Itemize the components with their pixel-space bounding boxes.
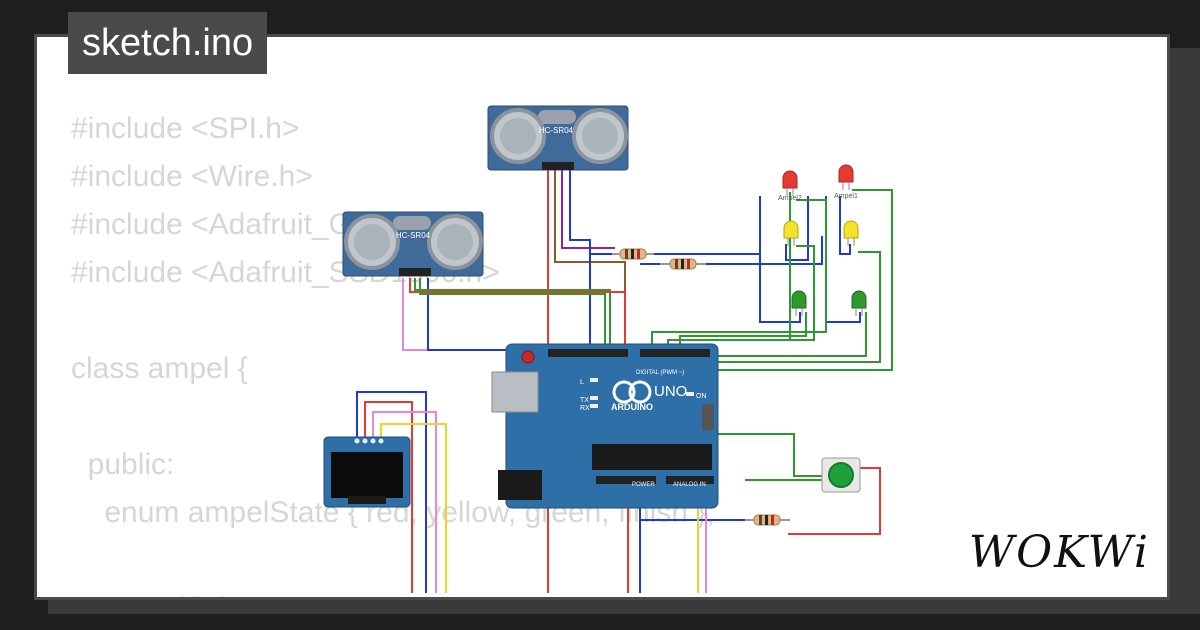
wire-green xyxy=(712,433,822,477)
l-label: L xyxy=(580,379,584,386)
wire-green xyxy=(679,312,807,348)
ultrasonic-sensor-2[interactable]: HC-SR04 xyxy=(342,211,484,277)
arduino-uno-board[interactable]: ARDUINO UNO DIGITAL (PWM ~) POWER ANALOG… xyxy=(491,343,719,509)
wire-green xyxy=(712,251,881,363)
resistor[interactable] xyxy=(745,514,790,526)
tx-label: TX xyxy=(580,397,589,404)
code-line: #include <SPI.h> xyxy=(71,112,300,145)
led-red-ampel1[interactable]: Ampel1 xyxy=(834,164,858,200)
resistor[interactable] xyxy=(612,248,654,260)
wire-green xyxy=(651,199,827,348)
wire-green xyxy=(414,278,611,350)
wire-blue xyxy=(356,391,427,593)
led-yellow-ampel1[interactable] xyxy=(843,220,859,246)
wokwi-logo: WOKWi xyxy=(968,527,1150,578)
wire-purple xyxy=(561,170,615,249)
rx-label: RX xyxy=(580,405,590,412)
wire-pink xyxy=(402,278,505,351)
wire-blue xyxy=(427,278,590,351)
push-button[interactable] xyxy=(821,457,861,493)
led-label: Ampel2 xyxy=(778,195,802,202)
code-line: class ampel { xyxy=(71,352,248,385)
wire-blue xyxy=(785,196,809,261)
wire-blue xyxy=(759,196,801,323)
digital-header-label: DIGITAL (PWM ~) xyxy=(636,370,684,376)
arduino-model: UNO xyxy=(654,383,687,400)
wire-yellow xyxy=(380,423,447,593)
led-label: Ampel1 xyxy=(834,193,858,200)
wire-green xyxy=(667,245,815,348)
wire-blue xyxy=(839,196,851,255)
wire-red xyxy=(409,278,626,350)
wire-pink xyxy=(372,411,437,593)
code-line: public: xyxy=(71,448,175,481)
led-green-ampel1[interactable] xyxy=(851,290,867,316)
led-red-ampel2[interactable]: Ampel2 xyxy=(778,170,802,202)
resistor[interactable] xyxy=(660,258,706,270)
code-line: ampel() { xyxy=(71,585,715,597)
oled-display[interactable] xyxy=(323,436,411,508)
arduino-brand: ARDUINO xyxy=(611,402,653,412)
sensor-label: HC-SR04 xyxy=(396,231,431,240)
sensor-label: HC-SR04 xyxy=(539,126,574,135)
wire-blue xyxy=(706,236,823,265)
wire-red xyxy=(364,401,413,593)
analog-label: ANALOG IN xyxy=(673,482,706,488)
code-line: #include <Wire.h> xyxy=(71,160,313,193)
led-green-ampel2[interactable] xyxy=(791,290,807,316)
wire-darkgreen xyxy=(419,278,606,350)
wire-red xyxy=(788,467,881,535)
power-label: POWER xyxy=(632,482,655,488)
ultrasonic-sensor-1[interactable]: HC-SR04 xyxy=(487,105,629,171)
on-label: ON xyxy=(696,393,707,400)
wire-green xyxy=(712,189,893,371)
led-yellow-ampel2[interactable] xyxy=(783,220,799,246)
page-title: sketch.ino xyxy=(68,12,268,74)
wires xyxy=(356,170,893,593)
wire-blue xyxy=(569,170,591,350)
